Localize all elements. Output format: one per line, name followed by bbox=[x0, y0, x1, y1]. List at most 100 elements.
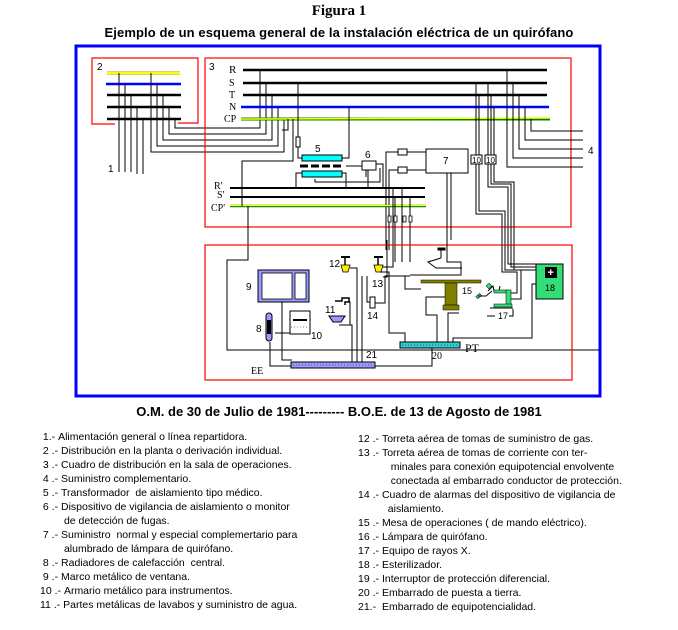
lamp-supply-7 bbox=[425, 148, 469, 174]
label-20: 20 bbox=[432, 351, 442, 362]
legend-item: 13 .- Torreta aérea de tomas de corrient… bbox=[358, 446, 658, 488]
legend-text: Mesa de operaciones ( de mando eléctrico… bbox=[381, 517, 587, 529]
gas-turret-mount bbox=[341, 256, 350, 258]
label-10b: 10 bbox=[486, 156, 495, 165]
legend-item: 4 .- Suministro complementario. bbox=[40, 472, 350, 486]
legend-number: 12 .- bbox=[358, 433, 382, 445]
label-9: 9 bbox=[246, 282, 252, 293]
fuse-icon bbox=[295, 136, 301, 148]
label-pt: PT bbox=[465, 341, 480, 355]
window-pane bbox=[261, 272, 293, 300]
label-4: 4 bbox=[588, 146, 594, 157]
radiator-core bbox=[267, 320, 271, 334]
label-13: 13 bbox=[372, 279, 384, 290]
label-12: 12 bbox=[329, 259, 341, 270]
legend-item: 10 .- Armario metálico para instrumentos… bbox=[40, 584, 350, 598]
label-15: 15 bbox=[462, 286, 472, 296]
label-10a: 10 bbox=[472, 156, 481, 165]
legend-text: Embarrado de puesta a tierra. bbox=[381, 587, 522, 599]
legend-text: Suministro complementario. bbox=[61, 473, 192, 485]
label-1: 1 bbox=[108, 164, 114, 175]
legend-item: 5 .- Transformador de aislamiento tipo m… bbox=[40, 486, 350, 500]
legend-number: 1.- bbox=[40, 431, 59, 443]
label-18: 18 bbox=[545, 283, 555, 293]
legend-number: 13 .- bbox=[358, 447, 382, 459]
legend-item: 1.- Alimentación general o línea reparti… bbox=[40, 430, 350, 444]
alarm-panel-14 bbox=[369, 296, 376, 309]
legend-item: 7 .- Suministro normal y especial comple… bbox=[40, 528, 350, 556]
legend-number: 6 .- bbox=[40, 501, 62, 513]
fuse-icon bbox=[397, 166, 408, 174]
operating-table-column bbox=[444, 282, 458, 306]
label-3: 3 bbox=[209, 62, 215, 73]
legend-number: 17 .- bbox=[358, 545, 382, 557]
legend-number: 2 .- bbox=[40, 445, 62, 457]
operating-table-top bbox=[420, 279, 482, 284]
table-wires bbox=[404, 276, 459, 342]
surgical-lamp-16 bbox=[410, 240, 462, 276]
bus-label-r2: R' bbox=[214, 181, 223, 192]
panel-3-frame bbox=[204, 57, 572, 228]
legend-number: 11 .- bbox=[40, 599, 64, 611]
breaker-box-10b bbox=[484, 154, 497, 165]
legend-item: 3 .- Cuadro de distribución en la sala d… bbox=[40, 458, 350, 472]
legend-number: 5 .- bbox=[40, 487, 62, 499]
legend-number: 3 .- bbox=[40, 459, 62, 471]
legend-text: Esterilizador. bbox=[381, 559, 443, 571]
breaker-box-10a bbox=[470, 154, 483, 165]
complementary-supply-wires bbox=[506, 70, 583, 168]
label-6: 6 bbox=[365, 150, 371, 161]
fuse-icon bbox=[408, 215, 413, 223]
legend-item: 6 .- Dispositivo de vigilancia de aislam… bbox=[40, 500, 350, 528]
legend-number: 16 .- bbox=[358, 531, 382, 543]
plus-icon: + bbox=[548, 267, 554, 279]
bus-label-n: N bbox=[229, 102, 236, 113]
transformer-wires bbox=[295, 83, 381, 187]
legend-text: Torreta aérea de tomas de suministro de … bbox=[381, 433, 594, 445]
legend-number: 4 .- bbox=[40, 473, 62, 485]
legend-number: 21.- bbox=[358, 601, 382, 613]
bus-label-s: S bbox=[229, 78, 235, 89]
legend-item: 11 .- Partes metálicas de lavabos y sumi… bbox=[40, 598, 350, 612]
electrical-schematic: 2 1 3 R S T N CP 4 bbox=[74, 44, 602, 398]
label-11: 11 bbox=[325, 305, 336, 316]
isolation-monitor-6 bbox=[361, 160, 377, 171]
legend-item: 8 .- Radiadores de calefacción central. bbox=[40, 556, 350, 570]
monitor-wires bbox=[367, 163, 384, 187]
legend-text: Transformador de aislamiento tipo médico… bbox=[61, 487, 263, 499]
legend-text: Interruptor de protección diferencial. bbox=[381, 573, 551, 585]
legend-text: Radiadores de calefacción central. bbox=[61, 557, 226, 569]
legend-item: 21.- Embarrado de equipotencialidad. bbox=[358, 600, 658, 614]
legend-text: Armario metálico para instrumentos. bbox=[63, 585, 233, 597]
bus-label-t: T bbox=[229, 90, 235, 101]
legend-text: Suministro normal y especial complemerta… bbox=[61, 529, 298, 555]
feeder-lines-1 bbox=[118, 73, 144, 174]
legend-number: 7 .- bbox=[40, 529, 62, 541]
outer-frame bbox=[74, 44, 602, 398]
legend-text: Lámpara de quirófano. bbox=[381, 531, 488, 543]
label-14: 14 bbox=[367, 311, 379, 322]
operating-room-frame bbox=[204, 244, 573, 381]
legend-number: 10 .- bbox=[40, 585, 64, 597]
legend-text: Equipo de rayos X. bbox=[381, 545, 471, 557]
diagram-title: Ejemplo de un esquema general de la inst… bbox=[104, 25, 574, 40]
legend-text: Marco metálico de ventana. bbox=[61, 571, 190, 583]
window-pane bbox=[294, 272, 307, 300]
legend-number: 20 .- bbox=[358, 587, 382, 599]
regulation-reference: O.M. de 30 de Julio de 1981--------- B.O… bbox=[136, 404, 542, 419]
legend-number: 18 .- bbox=[358, 559, 382, 571]
legend-right: 12 .- Torreta aérea de tomas de suminist… bbox=[358, 432, 658, 614]
transformer-primary bbox=[301, 154, 343, 162]
fuse-icon bbox=[397, 148, 408, 156]
label-21: 21 bbox=[366, 350, 378, 361]
legend-item: 19 .- Interruptor de protección diferenc… bbox=[358, 572, 658, 586]
transformer-secondary bbox=[301, 170, 343, 178]
power-turret-13 bbox=[373, 264, 384, 273]
bus-cp bbox=[240, 117, 551, 120]
fuse-icon bbox=[393, 215, 398, 223]
xray-equipment-17 bbox=[475, 282, 513, 309]
sterilizer-wires bbox=[452, 245, 536, 342]
legend-left: 1.- Alimentación general o línea reparti… bbox=[40, 430, 350, 612]
bus-label-cp: CP bbox=[224, 114, 237, 125]
label-7: 7 bbox=[443, 156, 449, 167]
